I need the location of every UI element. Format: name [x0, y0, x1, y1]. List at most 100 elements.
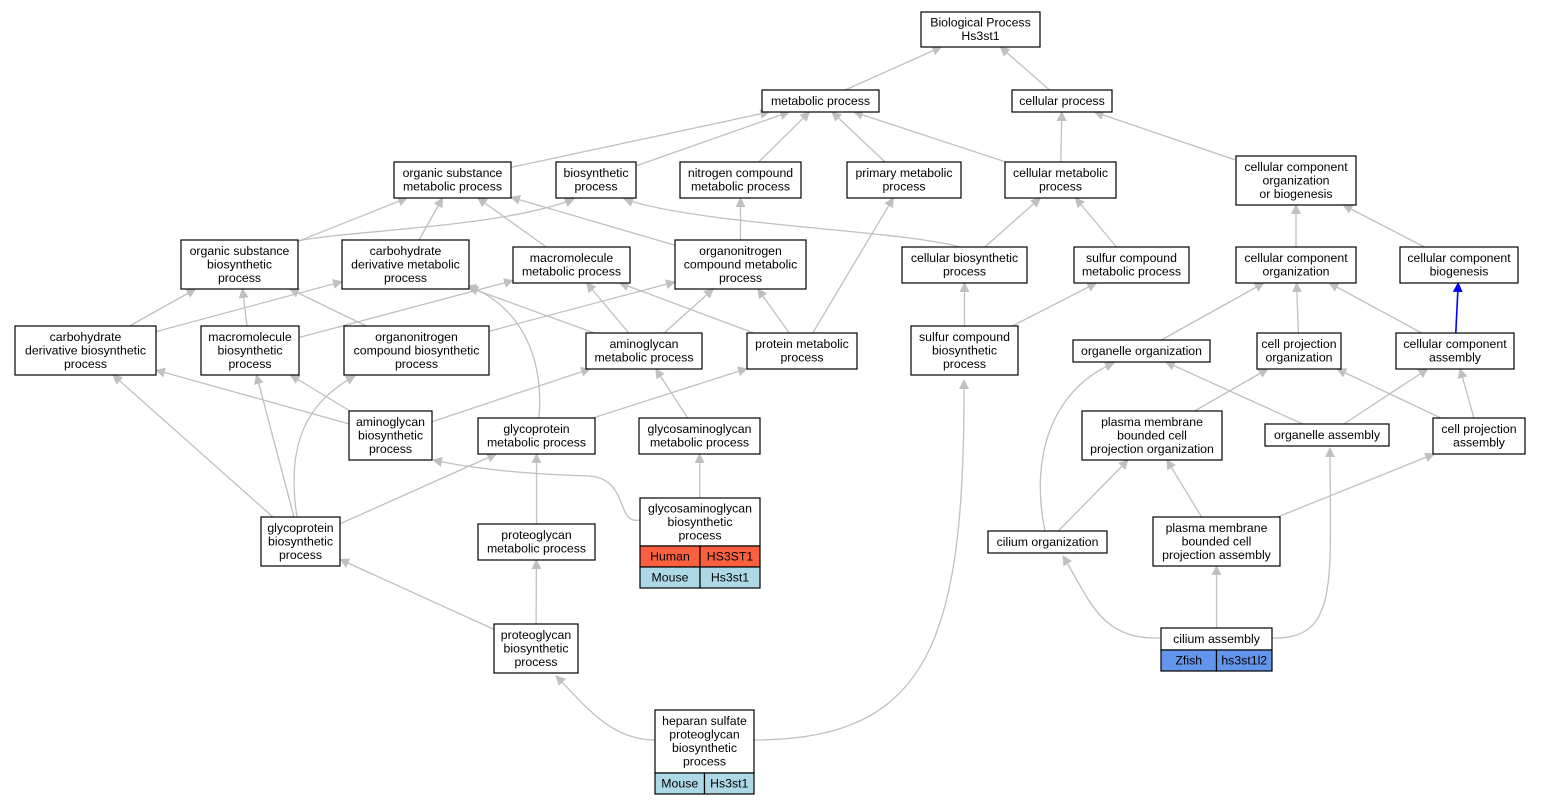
edge-sulfur-biosynthetic-to-sulfur-metabolic	[1012, 282, 1098, 327]
term-label-line: biosynthetic	[268, 534, 333, 548]
edge-cellular-biosynthetic-to-biosynthetic	[623, 197, 961, 248]
term-box	[1072, 339, 1211, 363]
edge-cellular-biosynthetic-to-cellular-metabolic	[984, 197, 1041, 248]
edge-org-sub-biosynthetic-to-biosynthetic	[297, 197, 575, 242]
term-label-line: organonitrogen	[699, 244, 782, 258]
edge-sulfur-metabolic-to-cellular-metabolic	[1074, 197, 1117, 248]
edge-macromolecule-biosynthetic-to-org-sub-biosynthetic	[238, 288, 249, 327]
term-label-line: cellular process	[1019, 94, 1104, 108]
term-label-line: macromolecule	[208, 330, 292, 344]
edge-organonitrogen-biosynthetic-to-organonitrogen-metabolic	[488, 279, 676, 332]
edge-protein-metabolic-to-organonitrogen-metabolic	[757, 288, 790, 334]
term-box	[846, 161, 962, 199]
go-term-metabolic-process[interactable]: metabolic process	[761, 89, 880, 113]
edge-aminoglycan-biosynthetic-to-macromolecule-biosynthetic	[289, 374, 351, 412]
edge-organelle-organization-to-cc-organization	[1160, 282, 1265, 341]
edge-organonitrogen-biosynthetic-to-org-sub-biosynthetic	[289, 288, 367, 327]
edge-glycoprotein-metabolic-to-carb-deriv-metabolic	[466, 284, 541, 419]
go-term-organelle-organization[interactable]: organelle organization	[1072, 339, 1211, 363]
edge-cilium-organization-to-organelle-organization	[1039, 361, 1115, 532]
edge-glycoprotein-metabolic-to-protein-metabolic	[592, 366, 748, 419]
term-label-line: process	[678, 528, 721, 542]
term-label-line: metabolic process	[487, 542, 586, 556]
term-label-line: organization	[1266, 351, 1333, 365]
gene-label: Hs3st1	[711, 571, 749, 585]
edge-org-sub-metabolic-to-metabolic-process	[510, 108, 771, 169]
go-term-cilium-organization[interactable]: cilium organization	[987, 530, 1108, 554]
term-box	[1256, 332, 1342, 370]
term-label-line: nitrogen compound	[688, 166, 793, 180]
term-box	[910, 325, 1019, 376]
go-term-gag-biosynthetic[interactable]: glycosaminoglycanbiosyntheticprocessHuma…	[639, 497, 761, 589]
term-label-line: organic substance	[190, 244, 290, 258]
term-label-line: organic substance	[403, 166, 503, 180]
term-label-line: aminoglycan	[609, 337, 678, 351]
term-label-line: process	[514, 655, 557, 669]
term-label-line: Biological Process	[930, 16, 1030, 30]
go-term-organelle-assembly[interactable]: organelle assembly	[1264, 423, 1390, 447]
species-label: Mouse	[661, 777, 698, 791]
term-label-line: biosynthetic	[672, 741, 737, 755]
term-label-line: aminoglycan	[356, 415, 425, 429]
gene-label: Hs3st1	[710, 777, 748, 791]
edge-nitrogen-metabolic-to-metabolic-process	[758, 111, 811, 163]
term-label-line: biosynthetic	[218, 343, 283, 357]
edge-protein-metabolic-to-primary-metabolic	[812, 197, 894, 334]
go-term-cellular-process[interactable]: cellular process	[1011, 89, 1113, 113]
term-label-line: carbohydrate	[50, 330, 122, 344]
term-label-line: biosynthetic	[932, 343, 997, 357]
term-label-line: biosynthetic	[207, 257, 272, 271]
term-box	[1395, 332, 1515, 370]
term-label-line: cellular biosynthetic	[911, 251, 1018, 265]
term-label-line: biosynthetic	[358, 428, 423, 442]
term-box	[341, 239, 470, 290]
edge-hs-proteoglycan-biosynthetic-to-proteoglycan-biosynthetic	[555, 675, 656, 741]
term-label-line: derivative biosynthetic	[25, 343, 146, 357]
term-label-line: heparan sulfate	[662, 714, 747, 728]
edge-organelle-assembly-to-cc-assembly	[1343, 368, 1429, 425]
edge-primary-metabolic-to-metabolic-process	[831, 111, 886, 163]
go-term-hs-proteoglycan-biosynthetic[interactable]: heparan sulfateproteoglycanbiosyntheticp…	[654, 709, 755, 795]
term-box	[674, 239, 807, 290]
term-box	[1235, 246, 1357, 284]
edge-ccob-to-cellular-process	[1093, 110, 1237, 161]
term-label-line: assembly	[1429, 351, 1482, 365]
term-label-line: bounded cell	[1117, 428, 1187, 442]
term-label-line: metabolic process	[1082, 265, 1181, 279]
edge-proteoglycan-biosynthetic-to-glycoprotein-biosynthetic	[339, 558, 495, 630]
term-label-line: glycoprotein	[503, 422, 569, 436]
